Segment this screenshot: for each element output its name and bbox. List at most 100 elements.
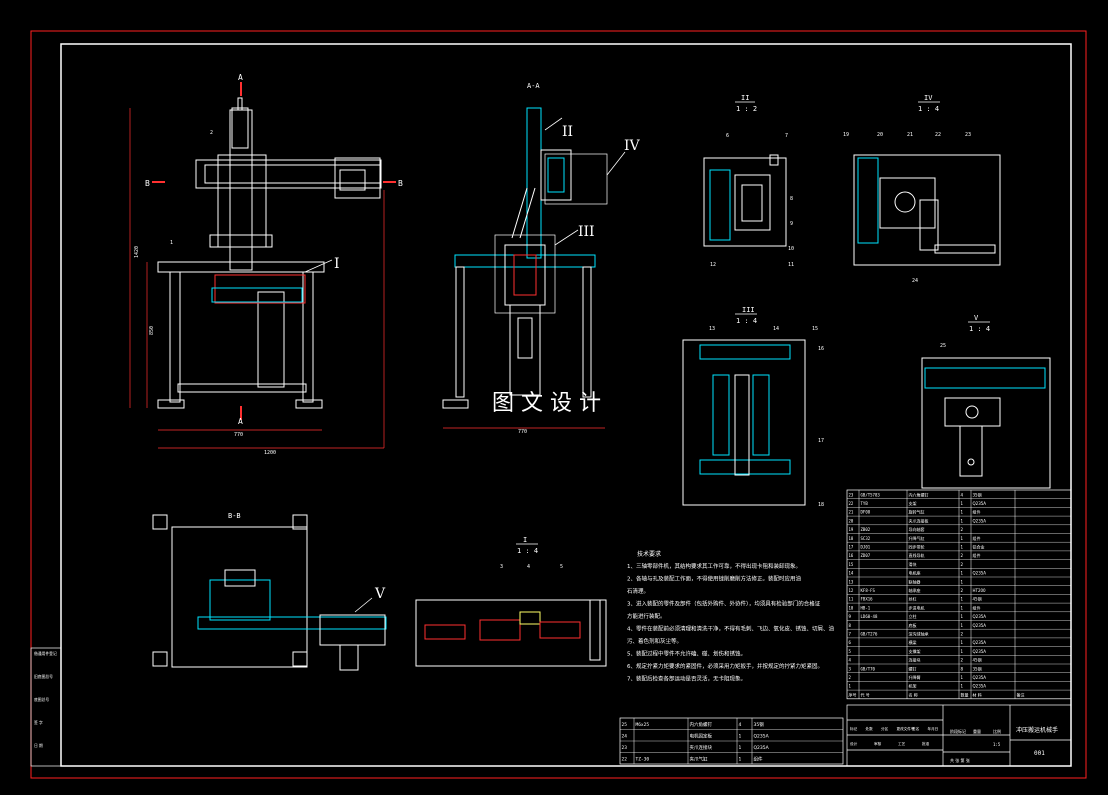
title-block-drawing-no: 001	[1034, 750, 1045, 757]
svg-text:12: 12	[710, 262, 716, 268]
bom-cell: 17	[849, 545, 854, 550]
bom-cell: 组件	[973, 509, 981, 515]
left-bom-cell: M6x25	[636, 722, 650, 728]
note-line: 污、着色剂和灰尘等。	[627, 637, 682, 645]
dim-front-sub-height: 850	[149, 326, 155, 335]
title-block-scale-value: 1:5	[993, 742, 1001, 747]
bom-cell: 1	[961, 684, 964, 689]
bom-cell: 1	[961, 510, 964, 515]
bom-cell: 支架	[909, 500, 917, 506]
bom-cell: 8	[849, 623, 852, 628]
bom-cell: 23	[849, 492, 854, 497]
bom-cell: DJ01	[861, 545, 871, 550]
bom-cell: TYB	[861, 501, 869, 506]
bom-cell: 支撑架	[909, 648, 921, 654]
note-line: 方能进行装配。	[627, 612, 666, 620]
view-title-bb: B-B	[228, 512, 241, 520]
bom-cell: 1	[961, 597, 964, 602]
title-block-role: 批准	[922, 741, 930, 746]
bom-cell: 16	[849, 553, 854, 558]
dim-front-height: 1420	[134, 246, 140, 258]
detail-iv-num: IV	[924, 94, 933, 102]
detail-i-num: I	[523, 536, 527, 544]
bom-cell: 1	[961, 536, 964, 541]
bom-cell: 1	[961, 623, 964, 628]
bom-cell: 导向轴套	[909, 526, 925, 532]
bom-cell: 1	[961, 518, 964, 523]
title-block	[846, 704, 1072, 767]
detail-v-part-no: 25	[940, 343, 946, 349]
bom-header-cell: 备注	[1017, 691, 1025, 697]
bom-cell: 11	[849, 597, 854, 602]
title-block-mark: 标记	[850, 726, 858, 731]
bom-cell: 35钢	[973, 665, 982, 671]
bom-cell: Q235A	[973, 571, 987, 576]
bom-cell: 连接块	[909, 657, 921, 663]
bom-cell: 深沟球轴承	[909, 631, 929, 637]
bom-cell: 滑块	[909, 561, 917, 567]
bom-header-cell: 数量	[961, 691, 969, 697]
detail-i-part-numbers: 3 4 5	[500, 564, 563, 570]
bom-cell: 夹爪连接板	[909, 517, 929, 523]
detail-iii-scale: 1 : 4	[736, 317, 757, 325]
bom-cell: 1	[961, 649, 964, 654]
bom-cell: DF08	[861, 510, 871, 515]
bom-cell: 轴承座	[909, 587, 921, 593]
left-bom-cell: 内六角螺钉	[690, 721, 713, 728]
notes-lines: 1、三轴零部件机，其结构要求其工作可靠，不得出现卡阻和装卸现象。2、各轴与孔及装…	[627, 562, 835, 683]
title-block-scale: 比例	[993, 728, 1001, 734]
bom-cell: 12	[849, 588, 854, 593]
callout-ii: II	[562, 124, 573, 140]
left-bom-cell: 24	[622, 734, 628, 740]
note-line: 6、规定拧紧力矩要求的紧固件，必须采用力矩扳手，并按规定的拧紧力矩紧固。	[627, 662, 823, 670]
bom-cell: 1	[961, 605, 964, 610]
bom-cell: 立柱	[909, 613, 917, 619]
bom-cell: Q235A	[973, 623, 987, 628]
front-section-marks	[152, 82, 396, 420]
note-line: 7、装配后检查各部运动是否灵活，无卡阻现象。	[627, 675, 746, 683]
detail-ii-num: II	[741, 94, 749, 102]
dim-front-width: 770	[234, 432, 243, 438]
svg-text:8: 8	[790, 196, 793, 202]
left-bom-cell: Q235A	[754, 745, 770, 751]
left-bom-cell: 22	[622, 757, 628, 763]
detail-ii-view	[703, 154, 787, 247]
bom-cell: 内六角螺钉	[909, 491, 929, 497]
left-bom-cell: 夹爪气缸	[690, 756, 708, 763]
watermark-text: 图 文 设 计	[492, 391, 601, 416]
left-bom-cell: 35钢	[754, 721, 765, 728]
svg-text:16: 16	[818, 346, 824, 352]
bom-cell: 步进电机	[909, 604, 925, 610]
bom-cell: 1	[961, 571, 964, 576]
dim-front-total: 1200	[264, 450, 276, 456]
bom-cell: 10	[849, 605, 854, 610]
bom-header-cell: 名 称	[909, 691, 918, 697]
svg-text:6: 6	[726, 133, 729, 139]
svg-text:13: 13	[709, 326, 715, 332]
detail-v-view	[921, 357, 1051, 489]
bom-cell: 1	[961, 501, 964, 506]
bom-cell: 18	[849, 536, 854, 541]
note-line: 石清理。	[627, 587, 649, 595]
bom-cell: Q235A	[973, 649, 987, 654]
bom-cell: 1	[961, 545, 964, 550]
section-label-a-top: A	[238, 73, 243, 82]
bom-cell: 2	[961, 658, 964, 663]
title-block-mark: 年月日	[928, 726, 939, 731]
svg-text:15: 15	[812, 326, 818, 332]
bb-view	[152, 514, 387, 671]
bom-cell: FBX16	[861, 597, 874, 602]
title-block-role: 工艺	[898, 741, 906, 746]
bom-cell: 9	[849, 614, 852, 619]
detail-ii-part-numbers: 6 7 8 9 10 11 12	[710, 133, 794, 268]
bom-cell: 升降臂	[909, 674, 921, 680]
bom-cell: GB/T276	[861, 632, 878, 637]
detail-ii-scale: 1 : 2	[736, 105, 757, 113]
left-bom-cell: 夹爪连接块	[690, 744, 713, 751]
bom-cell: 旋转气缸	[909, 509, 925, 515]
title-block-mark: 分区	[881, 726, 889, 731]
bom-cell: SC32	[861, 536, 871, 541]
left-bom-cell: 4	[739, 722, 742, 728]
detail-iii-frame	[494, 234, 556, 314]
note-line: 3、进入装配的零件及部件（包括外购件、外协件），均须具有检验部门的合格证	[627, 600, 821, 608]
